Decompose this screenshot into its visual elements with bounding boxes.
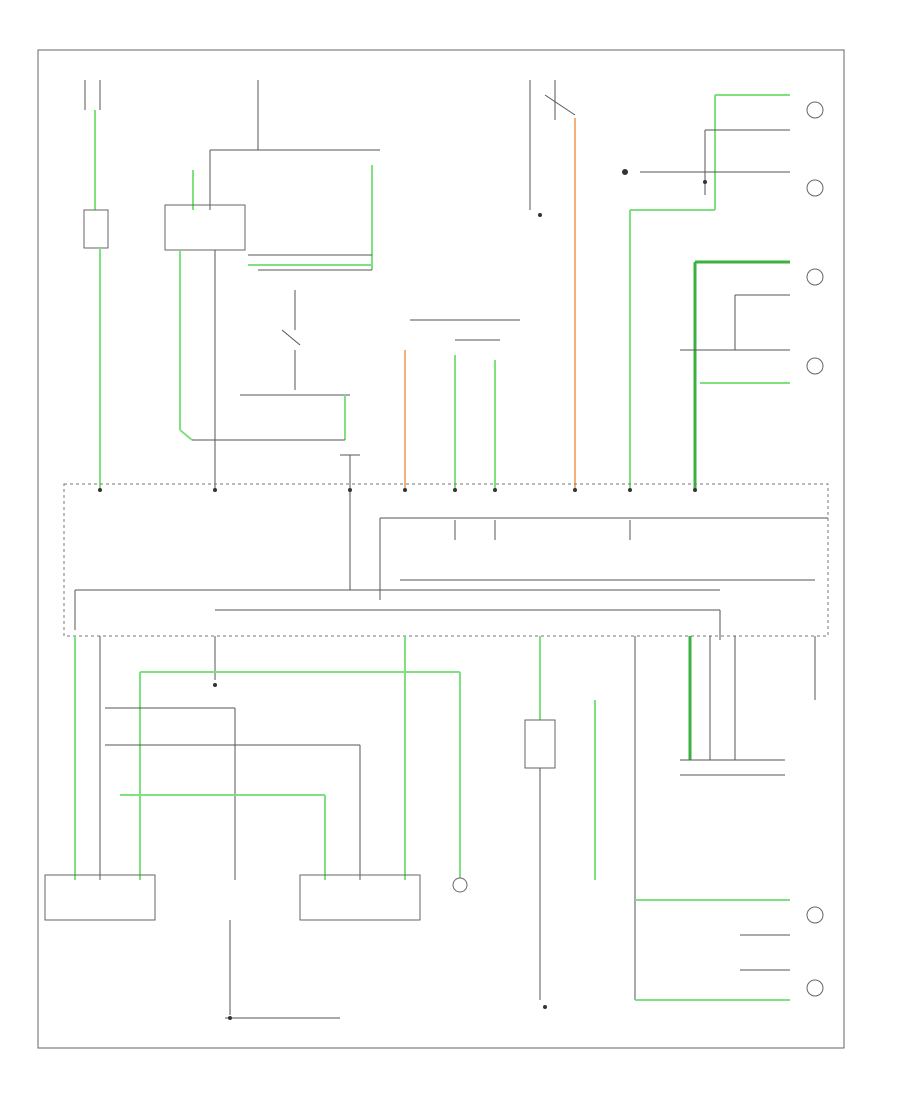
center-fuse-feed xyxy=(192,80,380,270)
left-front-lamps xyxy=(680,260,824,490)
left-fuse-feed xyxy=(83,80,109,490)
left-rear-combination-lamp xyxy=(44,874,156,921)
main-module xyxy=(63,483,829,637)
right-rear-combination-lamp xyxy=(299,874,421,921)
center-lamp-module xyxy=(524,719,556,769)
hazard-switch xyxy=(529,80,576,490)
diagram-frame xyxy=(37,49,845,1049)
combination-switch xyxy=(404,319,520,490)
relay-box xyxy=(164,204,246,251)
light-control-switch xyxy=(192,290,350,441)
right-front-lamps xyxy=(622,94,824,490)
